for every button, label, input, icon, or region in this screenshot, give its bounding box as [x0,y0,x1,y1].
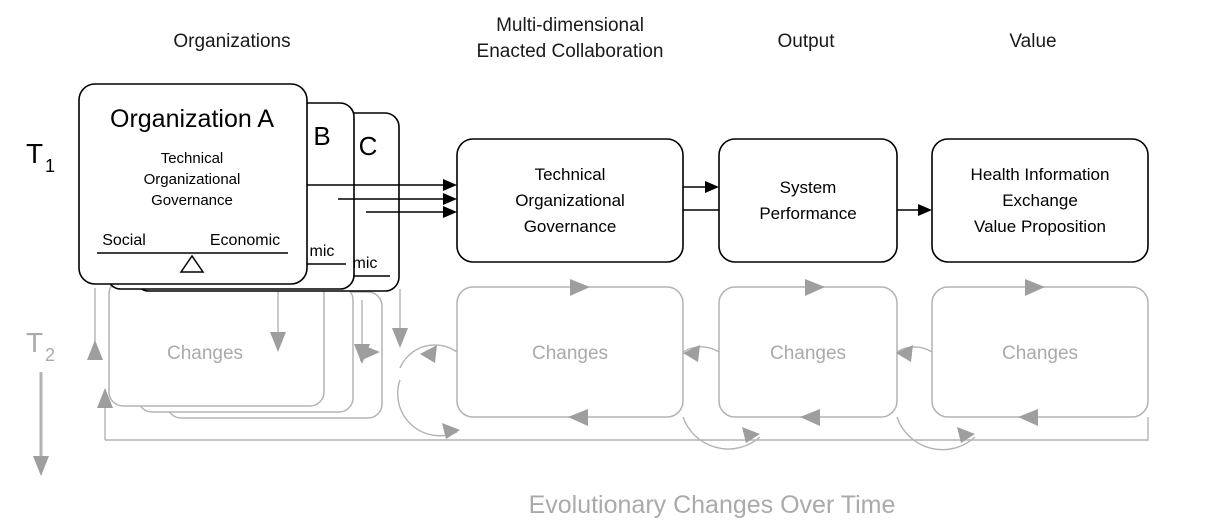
time-label-t1-sub: 1 [45,156,55,176]
process-box-performance-line1: System [780,178,837,197]
changes-label-output: Changes [770,343,846,364]
changes-top-arrow-value [1025,279,1045,296]
organization-stack: C mic B mic Organization A Technical Org… [78,83,400,292]
feedback-return-rail [105,417,1149,441]
column-header-collaboration-line2: Enacted Collaboration [477,41,664,62]
process-box-performance-line2: Performance [759,204,856,223]
bottom-caption: Evolutionary Changes Over Time [529,491,896,519]
organization-c-economic-fragment: mic [353,255,378,272]
process-box-tog-line3: Governance [524,217,617,236]
organization-a-body-line1: Technical [161,150,224,167]
time-label-t1-base: T [26,138,43,169]
process-box-hie-value[interactable]: Health Information Exchange Value Propos… [931,138,1149,263]
organization-a-title: Organization A [110,105,274,133]
changes-bottom-arrow-output [800,409,820,426]
loop-connector-2 [682,345,761,450]
changes-top-arrow-collaboration [570,279,590,296]
changes-top-arrow-output [805,279,825,296]
process-box-tog-line1: Technical [535,165,606,184]
changes-label-value: Changes [1002,343,1078,364]
process-box-hie-line3: Value Proposition [974,217,1106,236]
organization-a-body-line2: Organizational [144,171,241,188]
process-box-tog[interactable]: Technical Organizational Governance [456,138,684,263]
feedback-up-arrow-outer [87,288,103,360]
time-direction-arrow-icon [33,372,49,476]
process-box-hie-line2: Exchange [1002,191,1078,210]
organization-a-body-line3: Governance [151,192,233,209]
organization-a-scale-right-label: Economic [210,232,280,249]
loop-connector-3 [896,345,976,451]
feedback-up-arrow-inner [97,388,113,440]
changes-bottom-arrow-value [1018,409,1038,426]
time-axis: T 1 T 2 [26,138,55,476]
column-header-organizations: Organizations [173,31,290,52]
changes-label-organizations: Changes [167,343,243,364]
process-flow-layer: Technical Organizational Governance Syst… [307,138,1149,263]
organization-a-scale-left-label: Social [102,232,146,249]
time-label-t2-base: T [26,327,43,358]
changes-label-collaboration: Changes [532,343,608,364]
time-label-t2-sub: 2 [45,345,55,365]
organization-letter-c: C [359,131,378,161]
change-boxes-layer: Changes Changes Changes Changes [108,279,1149,419]
changes-bottom-arrow-collaboration [568,409,588,426]
column-header-value: Value [1009,31,1056,52]
process-box-hie-line1: Health Information [971,165,1110,184]
column-header-collaboration-line1: Multi-dimensional [496,15,644,36]
loop-connector-1 [397,344,460,439]
flow-arrow-performance-to-value [897,204,932,216]
feedback-down-arrow-a [270,291,286,352]
process-box-system-performance[interactable]: System Performance [718,138,898,263]
process-box-tog-line2: Organizational [515,191,625,210]
organization-b-economic-fragment: mic [310,243,335,260]
feedback-arrows-layer [87,279,1149,451]
changes-top-arrow-organizations [360,344,380,361]
flow-arrow-tog-to-performance [683,181,719,211]
balance-fulcrum-triangle-icon [179,254,205,273]
column-headers: Organizations Multi-dimensional Enacted … [173,15,1056,62]
organization-letter-b: B [313,121,330,151]
flow-arrows-org-to-tog [307,179,457,218]
feedback-down-arrow-c [392,289,408,348]
organization-card-a[interactable]: Organization A Technical Organizational … [78,83,308,285]
column-header-output: Output [777,31,835,52]
